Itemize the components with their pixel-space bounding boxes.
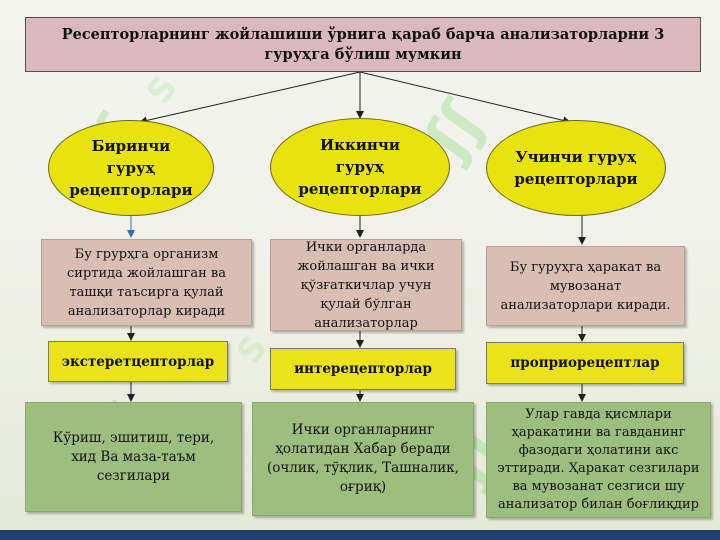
group-2-ellipse: Иккинчи гуруҳ рецепторлари (270, 118, 450, 216)
group-1-ellipse: Биринчи гуруҳ рецепторлари (48, 120, 214, 216)
group-3-examples: Улар гавда қисмлари ҳаракатини ва гавдан… (486, 402, 711, 518)
arrow-title-to-group1 (139, 71, 361, 125)
group-1-description: Бу грурҳга организм сиртида жойлашган ва… (41, 239, 252, 326)
group-3-description: Бу гуруҳга ҳаракат ва мувозанат анализат… (486, 246, 685, 326)
bottom-band (0, 530, 720, 540)
group-3-name: Учинчи гуруҳ рецепторлари (514, 148, 638, 188)
group-1-name: Биринчи гуруҳ рецепторлари (69, 137, 193, 199)
group-3-receptor-type: проприорецептлар (486, 342, 684, 384)
group-3-ellipse: Учинчи гуруҳ рецепторлари (486, 120, 666, 216)
diagram-title: Ресепторларнинг жойлашиши ўрнига қараб б… (25, 17, 701, 72)
group-2-receptor-type: интерецепторлар (270, 348, 456, 390)
group-2-examples: Ички органларнинг ҳолатидан Хабар беради… (252, 402, 474, 516)
group-1-examples: Кўриш, эшитиш, тери, хид Ва маза-таъм се… (25, 402, 242, 512)
group-2-description: Ички органларда жойлашган ва ички қўзғат… (270, 239, 462, 331)
arrow-title-to-group3 (359, 71, 571, 125)
group-1-receptor-type: экстеретцепторлар (48, 341, 228, 382)
group-2-name: Иккинчи гуруҳ рецепторлари (298, 136, 422, 198)
